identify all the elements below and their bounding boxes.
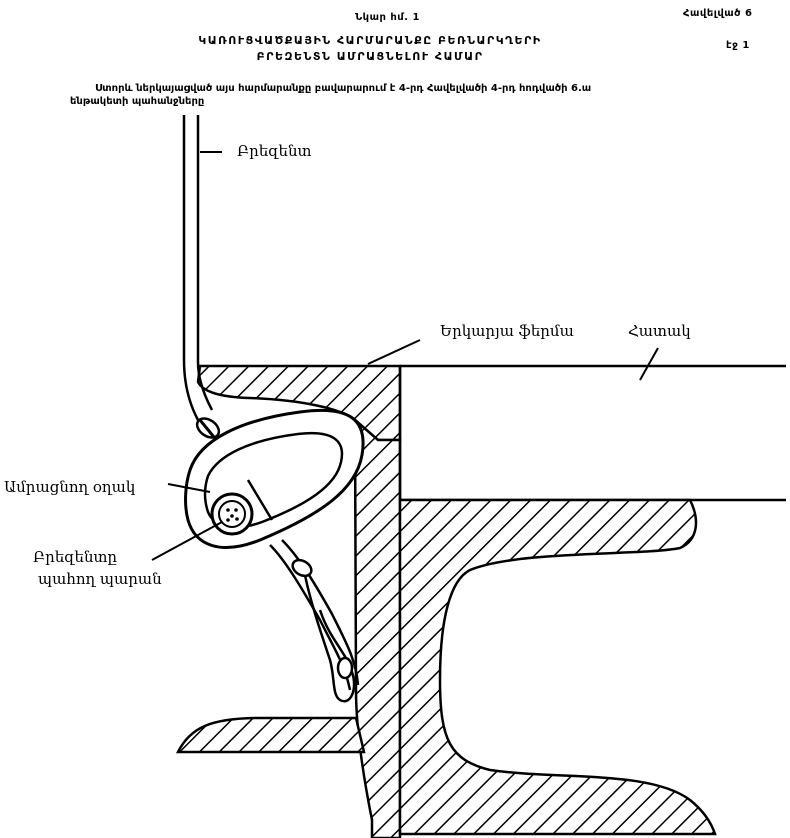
beam-bottom-lip xyxy=(175,716,366,754)
page-number: էջ 1 xyxy=(726,40,750,51)
cross-member xyxy=(398,498,717,836)
rope-loop xyxy=(303,574,356,703)
label-floor: Հատակ xyxy=(628,322,691,340)
leader-rope xyxy=(151,521,223,561)
appendix-label: Հավելված 6 xyxy=(683,8,753,19)
title-line-1: ԿԱՌՈՒՑՎԱԾՔԱՅԻՆ ՀԱՐՄԱՐԱՆՔԸ ԲԵՌՆԱՐԿՂԵՐԻ xyxy=(198,34,542,47)
strap-eyelet xyxy=(291,558,313,578)
label-tarpaulin: Բրեզենտ xyxy=(237,142,312,160)
label-fastening-ring: Ամրացնող օղակ xyxy=(4,478,136,496)
beam-web xyxy=(353,417,402,838)
tarpaulin-inner xyxy=(196,115,214,411)
leader-floor xyxy=(639,347,659,381)
label-long-beam: Երկարյա ֆերմա xyxy=(440,322,574,340)
tarpaulin-outer xyxy=(182,115,200,421)
leader-ring xyxy=(167,483,211,493)
strap-lower-inner xyxy=(281,539,360,686)
label-rope-line-1: Բրեզենտը xyxy=(33,548,117,566)
note-line-2: ենթակետի պահանջները xyxy=(70,96,205,107)
figure-number: Նկար հմ. 1 xyxy=(355,12,420,23)
title-line-2: ԲՐԵԶԵՆՏՆ ԱՄՐԱՑՆԵԼՈՒ ՀԱՄԱՐ xyxy=(256,50,484,63)
label-rope-line-2: պահող պարան xyxy=(38,570,162,588)
note-line-1: Ստորև ներկայացված այս հարմարանքը բավարար… xyxy=(95,83,592,94)
leader-long-beam xyxy=(367,339,421,365)
